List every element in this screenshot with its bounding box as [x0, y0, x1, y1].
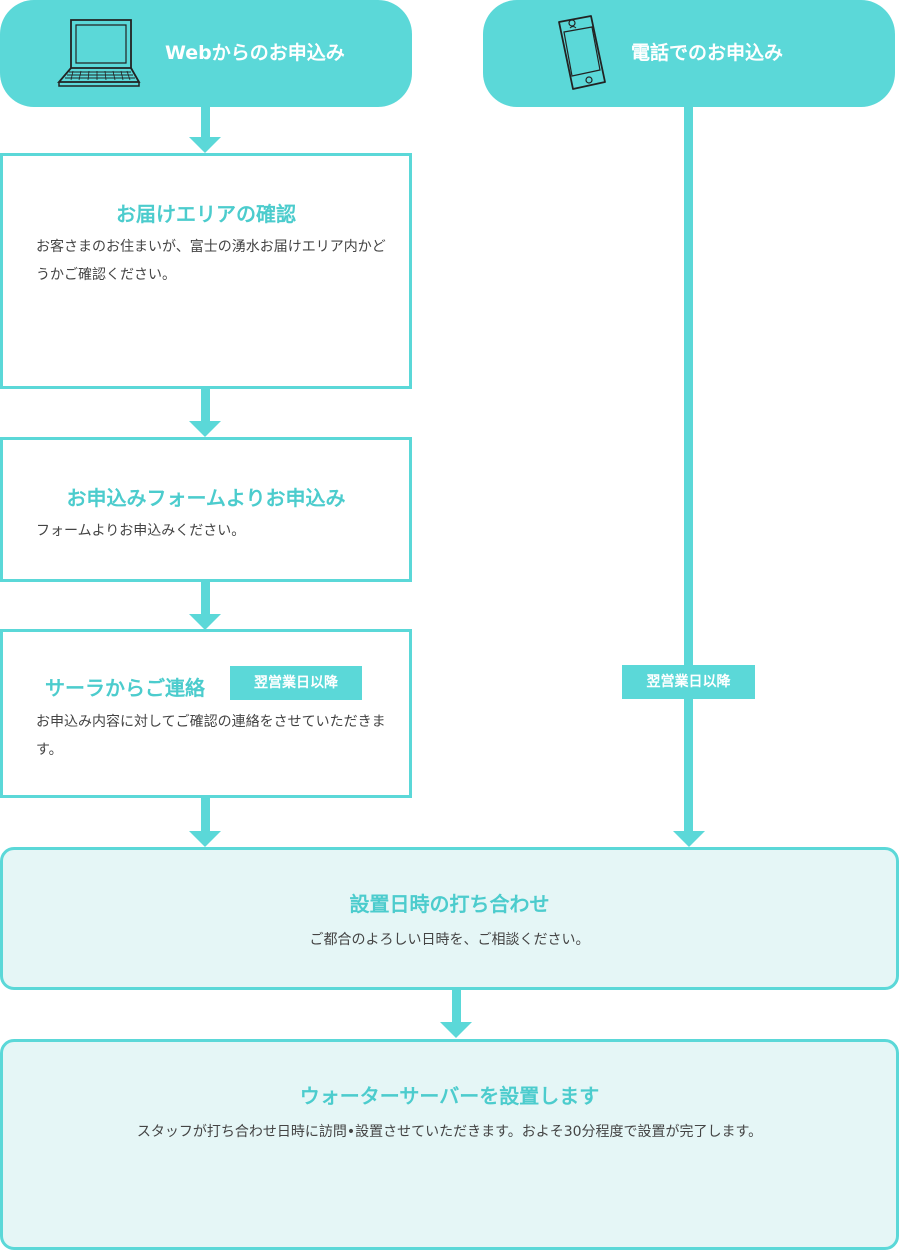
flow-connector — [201, 389, 210, 421]
web-header-label: Webからのお申込み — [165, 42, 345, 64]
step-title: お申込みフォームよりお申込み — [66, 486, 346, 510]
flow-arrowhead — [189, 831, 221, 847]
flow-connector — [201, 798, 210, 831]
flow-connector — [201, 107, 210, 137]
flow-connector — [201, 582, 210, 614]
step-title: ウォーターサーバーを設置します — [299, 1084, 600, 1108]
phone-application-header: 電話でのお申込み — [483, 0, 895, 107]
step-description: ご都合のよろしい日時を、ご相談ください。 — [309, 932, 590, 948]
web-application-header: Webからのお申込み — [0, 0, 412, 107]
flow-connector — [452, 990, 461, 1022]
phone-flow-connector — [684, 107, 693, 831]
smartphone-icon — [553, 12, 609, 94]
step-description: お客さまのお住まいが、富士の湧水お届けエリア内かどうかご確認ください。 — [36, 239, 386, 283]
flow-arrowhead — [189, 614, 221, 630]
step-contact-from-sala: サーラからご連絡 翌営業日以降 お申込み内容に対してご確認の連絡をさせていただき… — [0, 629, 412, 798]
step-title: お届けエリアの確認 — [116, 202, 296, 226]
flow-arrowhead — [440, 1022, 472, 1038]
flow-arrowhead — [673, 831, 705, 847]
step-area-check: お届けエリアの確認 お客さまのお住まいが、富士の湧水お届けエリア内かどうかご確認… — [0, 153, 412, 389]
step-description: お申込み内容に対してご確認の連絡をさせていただきます。 — [36, 714, 386, 758]
phone-next-business-day-badge: 翌営業日以降 — [622, 665, 755, 699]
step-install-water-server: ウォーターサーバーを設置します スタッフが打ち合わせ日時に訪問•設置させていただ… — [0, 1039, 899, 1250]
flow-arrowhead — [189, 137, 221, 153]
phone-header-label: 電話でのお申込み — [631, 42, 784, 64]
step-description: フォームよりお申込みください。 — [36, 523, 246, 539]
flow-arrowhead — [189, 421, 221, 437]
step-title: 設置日時の打ち合わせ — [349, 892, 550, 916]
next-business-day-badge: 翌営業日以降 — [230, 666, 362, 700]
step-title: サーラからご連絡 — [45, 676, 205, 700]
laptop-icon — [55, 16, 145, 90]
step-schedule-installation: 設置日時の打ち合わせ ご都合のよろしい日時を、ご相談ください。 — [0, 847, 899, 990]
step-description: スタッフが打ち合わせ日時に訪問•設置させていただきます。およそ30分程度で設置が… — [136, 1124, 763, 1140]
step-form-application: お申込みフォームよりお申込み フォームよりお申込みください。 — [0, 437, 412, 582]
